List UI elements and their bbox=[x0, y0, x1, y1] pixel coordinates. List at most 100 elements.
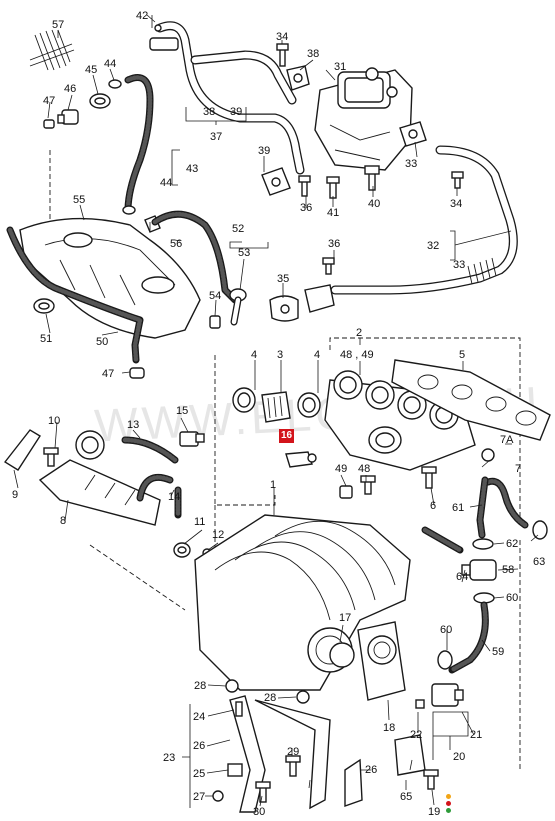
label-65: 65 bbox=[400, 791, 412, 803]
hose-bundle-57 bbox=[29, 29, 75, 71]
label-26-right: 26 bbox=[365, 764, 377, 776]
gasket-38 bbox=[286, 65, 310, 91]
bolt-41 bbox=[326, 176, 340, 199]
intake-manifold-1 bbox=[194, 514, 411, 691]
coolant-pipe-top bbox=[155, 21, 305, 175]
stud-24 bbox=[235, 701, 243, 717]
label-2: 2 bbox=[356, 327, 362, 339]
clip-44-top bbox=[108, 79, 122, 89]
label-34-top: 34 bbox=[276, 31, 288, 43]
label-63: 63 bbox=[533, 556, 545, 568]
bracket-23 bbox=[229, 695, 331, 813]
label-55: 55 bbox=[73, 194, 85, 206]
label-17: 17 bbox=[339, 612, 351, 624]
bolt-30 bbox=[255, 781, 271, 803]
label-36-top: 36 bbox=[300, 202, 312, 214]
label-36-mid: 36 bbox=[328, 238, 340, 250]
gasket-17 bbox=[329, 642, 355, 668]
bracket-26-right bbox=[344, 758, 363, 807]
flange-33-top bbox=[399, 121, 427, 147]
label-26-left: 26 bbox=[193, 740, 205, 752]
label-5: 5 bbox=[459, 349, 465, 361]
label-34-right: 34 bbox=[450, 198, 462, 210]
label-25: 25 bbox=[193, 768, 205, 780]
valve-46 bbox=[57, 109, 79, 125]
label-57: 57 bbox=[52, 19, 64, 31]
label-15: 15 bbox=[176, 405, 188, 417]
highlight-tag-16[interactable]: 16 bbox=[279, 429, 294, 443]
engine-cover-55 bbox=[19, 217, 201, 339]
label-43: 43 bbox=[186, 163, 198, 175]
cover-seal-hose bbox=[6, 226, 144, 364]
bolt-40 bbox=[364, 165, 380, 191]
bolt-29 bbox=[285, 755, 301, 777]
label-46: 46 bbox=[64, 83, 76, 95]
bracket-9 bbox=[3, 429, 41, 471]
bracket-42 bbox=[149, 24, 179, 51]
label-64: 64 bbox=[456, 571, 468, 583]
throttle-valve-18 bbox=[357, 621, 406, 701]
label-3: 3 bbox=[277, 349, 283, 361]
label-60-low: 60 bbox=[440, 624, 452, 636]
label-59: 59 bbox=[492, 646, 504, 658]
screw-22 bbox=[415, 699, 425, 709]
label-38-top: 38 bbox=[307, 48, 319, 60]
label-40: 40 bbox=[368, 198, 380, 210]
flange-35 bbox=[269, 295, 299, 322]
bolt-10 bbox=[43, 447, 59, 467]
label-41: 41 bbox=[327, 207, 339, 219]
status-dots bbox=[445, 794, 453, 815]
hose-14 bbox=[136, 473, 182, 519]
leader-lines bbox=[13, 14, 539, 808]
sensor-21 bbox=[431, 683, 464, 707]
sleeve-3 bbox=[261, 391, 291, 423]
label-53: 53 bbox=[238, 247, 250, 259]
label-28-right: 28 bbox=[264, 692, 276, 704]
label-33-top: 33 bbox=[405, 158, 417, 170]
valve-58 bbox=[461, 559, 497, 581]
label-19: 19 bbox=[428, 806, 440, 818]
label-44-low: 44 bbox=[160, 177, 172, 189]
label-39-low: 39 bbox=[258, 145, 270, 157]
pipe-end-34-mid bbox=[304, 284, 335, 313]
label-42: 42 bbox=[136, 10, 148, 22]
label-49: 49 bbox=[335, 463, 347, 475]
clip-62 bbox=[472, 538, 494, 550]
label-24: 24 bbox=[193, 711, 205, 723]
grommet-51 bbox=[33, 298, 55, 314]
assembly-leader-lines bbox=[49, 150, 186, 611]
clip-63 bbox=[532, 520, 548, 540]
hose-13 bbox=[121, 436, 179, 464]
screw-6 bbox=[421, 466, 437, 489]
sleeve-4-left bbox=[232, 387, 256, 413]
label-10: 10 bbox=[48, 415, 60, 427]
label-18: 18 bbox=[383, 722, 395, 734]
label-4-left: 4 bbox=[251, 349, 257, 361]
hose-61 bbox=[476, 476, 529, 539]
label-23: 23 bbox=[163, 752, 175, 764]
label-27: 27 bbox=[193, 791, 205, 803]
coolant-pipe-32 bbox=[330, 145, 518, 295]
status-dot-orange bbox=[446, 794, 451, 799]
label-13: 13 bbox=[127, 419, 139, 431]
label-22: 22 bbox=[410, 729, 422, 741]
label-51: 51 bbox=[40, 333, 52, 345]
label-58: 58 bbox=[502, 564, 514, 576]
label-60-right: 60 bbox=[506, 592, 518, 604]
nut-27 bbox=[212, 790, 224, 802]
label-28-left: 28 bbox=[194, 680, 206, 692]
seal-11 bbox=[173, 542, 191, 558]
label-52: 52 bbox=[232, 223, 244, 235]
pipe-8 bbox=[38, 430, 161, 526]
label-48: 48 bbox=[358, 463, 370, 475]
label-56: 56 bbox=[170, 238, 182, 250]
sensor-16 bbox=[285, 451, 317, 468]
clip-45 bbox=[89, 93, 111, 109]
label-45: 45 bbox=[85, 64, 97, 76]
label-12: 12 bbox=[212, 529, 224, 541]
callout-labels: 57 42 34 38 31 44 45 46 47 38 39 37 39 3… bbox=[12, 10, 545, 818]
label-7: 7 bbox=[515, 463, 521, 475]
label-44-top: 44 bbox=[104, 58, 116, 70]
vent-hose-52 bbox=[151, 210, 239, 304]
